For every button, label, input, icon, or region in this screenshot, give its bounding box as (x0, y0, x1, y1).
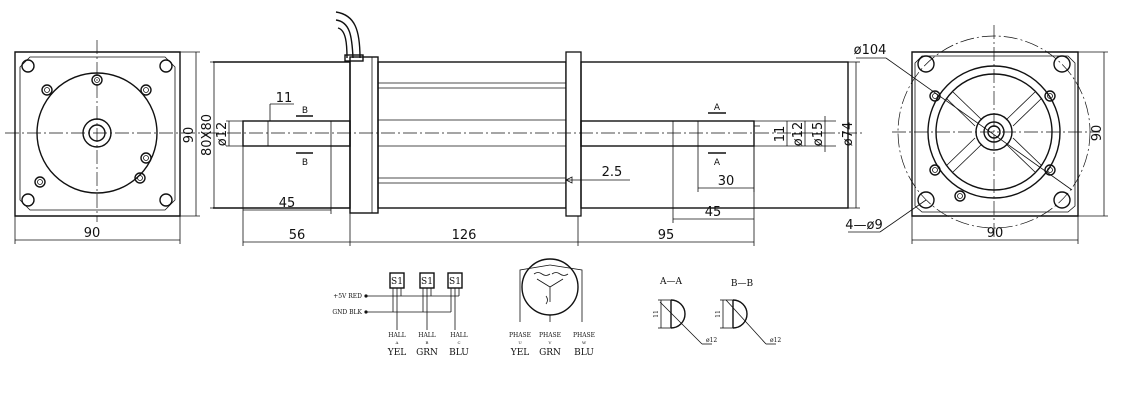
phase-w-label: PHASE (573, 332, 595, 339)
dim-body-dia-74: ø74 (841, 122, 856, 147)
dim-length-56: 56 (289, 228, 306, 243)
phase-w-sub: W (582, 340, 587, 345)
section-b-top: B (302, 106, 308, 116)
section-bb-title: B—B (731, 279, 754, 289)
hall-a-color: YEL (387, 348, 407, 358)
phase-w-color: BLU (574, 348, 594, 358)
hall-c-color: BLU (449, 348, 469, 358)
phase-u-sub: U (518, 340, 522, 345)
phase-u-label: PHASE (509, 332, 531, 339)
hall-sensor-label: S1 (421, 277, 433, 287)
hall-b-color: GRN (416, 348, 438, 358)
gnd-label: GND BLK (332, 309, 362, 316)
hall-sensor-label: S1 (391, 277, 403, 287)
hall-a-sub: A (395, 340, 399, 345)
rear-view: ø104 4—ø9 90 90 (845, 25, 1108, 244)
hall-b-sub: B (426, 340, 429, 345)
dim-rear-holes: 4—ø9 (845, 218, 883, 233)
dim-shaft-dia-left: ø12 (215, 122, 230, 147)
dim-length-95: 95 (658, 228, 675, 243)
dim-front-width: 90 (84, 226, 101, 241)
section-aa-title: A—A (659, 277, 682, 287)
front-view: 90 90 (5, 40, 205, 244)
dim-front-height: 90 (182, 127, 197, 144)
side-view: 80X80 ø12 11 B B 45 56 126 95 2.5 A (200, 11, 862, 246)
dim-rear-height: 90 (1090, 125, 1105, 142)
dim-shaft-dia-15: ø15 (811, 122, 826, 147)
dim-rear-pcd: ø104 (854, 43, 887, 58)
dim-key-45-left: 45 (279, 196, 296, 211)
section-aa-dia: ø12 (706, 337, 717, 344)
hall-sensor-label: S1 (449, 277, 461, 287)
section-bb-dia: ø12 (770, 337, 781, 344)
section-aa: A—A 11 ø12 (653, 277, 717, 345)
plus5v-label: +5V RED (333, 293, 362, 300)
hall-c-label: HALL (450, 332, 468, 339)
phase-wiring-diagram: PHASE U YEL PHASE V GRN PHASE W BLU (509, 258, 595, 358)
dim-key-11-right: 11 (773, 126, 788, 143)
phase-v-label: PHASE (539, 332, 561, 339)
section-a-top: A (714, 103, 721, 113)
section-bb-dim: 11 (715, 310, 722, 318)
dim-length-126: 126 (452, 228, 477, 243)
dim-key-30: 30 (718, 174, 735, 189)
hall-a-label: HALL (388, 332, 406, 339)
phase-v-color: GRN (539, 348, 561, 358)
section-b-bottom: B (302, 158, 308, 168)
dim-shaft-dia-12: ø12 (791, 122, 806, 147)
section-a-bottom: A (714, 158, 721, 168)
dim-key-11-left: 11 (276, 91, 293, 106)
hall-wiring-diagram: S1 S1 S1 +5V RED GND BLK HALL A YEL HALL… (332, 272, 469, 358)
phase-v-sub: V (548, 340, 552, 345)
hall-c-sub: C (457, 340, 460, 345)
section-bb: B—B 11 ø12 (715, 279, 781, 345)
section-aa-dim: 11 (653, 310, 660, 318)
dim-square-80: 80X80 (200, 114, 215, 156)
dim-flange-thickness: 2.5 (602, 165, 623, 180)
dim-key-45-right: 45 (705, 205, 722, 220)
hall-b-label: HALL (418, 332, 436, 339)
dim-rear-width: 90 (987, 226, 1004, 241)
phase-u-color: YEL (510, 348, 530, 358)
